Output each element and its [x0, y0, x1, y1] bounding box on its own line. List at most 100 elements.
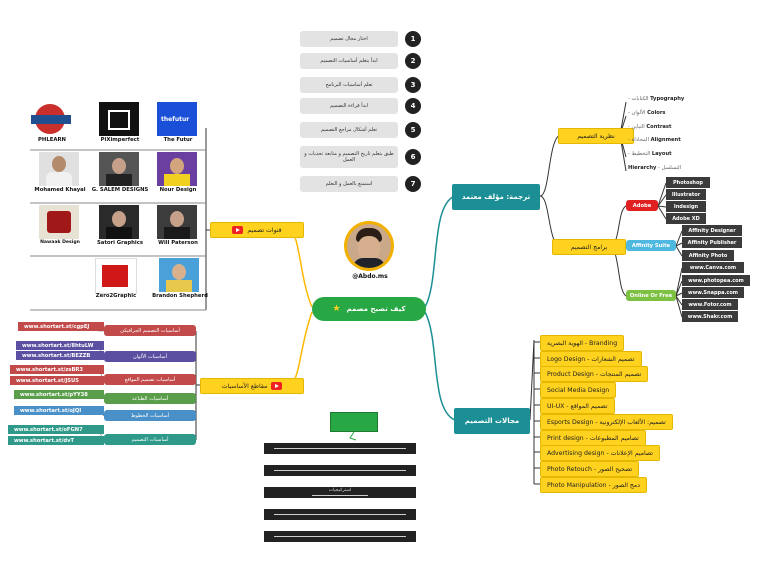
field-item[interactable]: Print design - تصاميم المطبوعات: [540, 430, 646, 446]
channels-node[interactable]: قنوات تصميم: [210, 222, 304, 238]
program-item: Affinity Publisher: [682, 237, 742, 248]
field-item[interactable]: Social Media Design: [540, 382, 617, 398]
video-link[interactable]: www.shortart.st/oFGN7: [8, 425, 104, 434]
step-7-number: 7: [405, 176, 421, 192]
basics-topic[interactable]: أساسيات الخطوط: [104, 410, 196, 421]
video-link[interactable]: www.shortart.st/pYY38: [14, 390, 104, 399]
topic-design-fields-root[interactable]: مجالات التصميم: [454, 408, 530, 434]
avatar: [344, 221, 394, 271]
programs-node[interactable]: برامج التصميم: [552, 239, 626, 255]
theory-item: - التباين Contrast: [628, 124, 672, 130]
theory-item: - الألوان Colors: [628, 110, 666, 116]
field-item[interactable]: Photo Manipulation - دمج الصور: [540, 477, 647, 493]
channel-logo: [95, 258, 137, 294]
online-item[interactable]: www.Snappa.com: [682, 287, 744, 298]
video-link[interactable]: www.shortart.st/8htuLW: [16, 341, 104, 350]
video-link[interactable]: www.shortart.st/cgpEJ: [18, 322, 104, 331]
video-link[interactable]: www.shortart.st/zsBR3: [10, 365, 104, 374]
basics-topic[interactable]: أساسيات الألوان: [104, 351, 196, 362]
channel-card[interactable]: Will Paterson: [146, 203, 210, 255]
step-3-text: تعلم أساسيات البرنامج: [300, 77, 398, 93]
channel-card[interactable]: thefutur The Futur: [146, 100, 210, 152]
step-2-text: ابدأ بتعلم أساسيات التصميم: [300, 53, 398, 69]
channel-photo: [157, 152, 197, 186]
channel-photo: [159, 258, 199, 292]
program-item: Photoshop: [666, 177, 710, 188]
channel-photo: [99, 152, 139, 186]
program-item: Illustrator: [666, 189, 706, 200]
channel-card[interactable]: Nour Design: [146, 150, 210, 202]
program-item: Affinity Photo: [682, 250, 734, 261]
channel-photo: [157, 205, 197, 239]
step-6-text: طبق بتعلم تاريخ التصميم و متابعة تحديات …: [300, 146, 398, 168]
field-item[interactable]: Advertising design - تصاميم الإعلانات: [540, 445, 660, 461]
basics-videos-node[interactable]: مقاطع الأساسيات: [200, 378, 304, 394]
extra-node[interactable]: [330, 412, 378, 432]
channel-logo: [99, 102, 139, 136]
program-item: Adobe XD: [666, 213, 706, 224]
bottom-bar: [264, 531, 416, 542]
step-3-number: 3: [405, 77, 421, 93]
theory-item: - الكتابات Typography: [628, 96, 685, 102]
online-item[interactable]: www.Shakr.com: [682, 311, 738, 322]
theory-node[interactable]: نظرية التصميم: [558, 128, 634, 144]
bottom-bar: استراتيجيات: [264, 487, 416, 498]
channels-label: قنوات تصميم: [247, 226, 282, 234]
central-topic-label: كيف تصبح مصمم: [346, 305, 406, 313]
topic-design-theory-root[interactable]: ترجمة: مؤلف معتمد: [452, 184, 540, 210]
channel-card[interactable]: Brandon Shepherd: [148, 256, 212, 312]
youtube-icon: [271, 382, 283, 390]
bottom-bar: [264, 465, 416, 476]
step-7-text: استمتع بالعمل و التعلم: [300, 176, 398, 192]
step-1-number: 1: [405, 31, 421, 47]
program-item: Affinity Designer: [682, 225, 742, 236]
basics-topic[interactable]: أساسيات التصميم: [104, 434, 196, 445]
star-icon: ★: [332, 304, 341, 314]
youtube-icon: [232, 226, 244, 234]
adobe-node[interactable]: Adobe: [626, 200, 658, 211]
channel-photo: [39, 152, 79, 186]
basics-topic[interactable]: أساسيات الطباعة: [104, 393, 196, 404]
bottom-bar: [264, 509, 416, 520]
channel-card[interactable]: PiXimperfect: [88, 100, 152, 152]
channel-photo: [99, 205, 139, 239]
step-6-number: 6: [405, 149, 421, 165]
field-item[interactable]: Photo Retouch - تصحيح الصور: [540, 461, 640, 477]
channel-logo: thefutur: [157, 102, 197, 136]
field-item[interactable]: Product Design - تصميم المنتجات: [540, 366, 649, 382]
field-item[interactable]: UI-UX - تصميم المواقع: [540, 398, 615, 414]
bottom-bar: [264, 443, 416, 454]
channel-card[interactable]: Satori Graphics: [88, 203, 152, 255]
basics-topic[interactable]: أساسيات التصميم الجرافيكي: [104, 325, 196, 336]
step-4-number: 4: [405, 98, 421, 114]
online-item[interactable]: www.photopea.com: [682, 275, 750, 286]
central-topic[interactable]: ★ كيف تصبح مصمم: [312, 297, 426, 321]
video-link[interactable]: www.shortart.st/JSU5: [10, 376, 104, 385]
step-2-number: 2: [405, 53, 421, 69]
field-item[interactable]: Esports Design - تصميم: الألعاب الإلكترو…: [540, 414, 673, 430]
step-5-text: تعلم أشكال مراجع التصميم: [300, 122, 398, 138]
affinity-node[interactable]: Affinity Suite: [626, 240, 676, 251]
online-item[interactable]: www.Canva.com: [682, 262, 744, 273]
channel-logo: [31, 102, 71, 136]
channel-card[interactable]: Zero2Graphic: [84, 256, 148, 308]
step-5-number: 5: [405, 122, 421, 138]
basics-videos-label: مقاطع الأساسيات: [221, 382, 268, 390]
video-link[interactable]: www.shortart.st/oJQI: [14, 406, 104, 415]
channel-card[interactable]: G. SALEM DESIGNS: [88, 150, 152, 202]
step-4-text: ابدأ قراءة التصميم: [300, 98, 398, 114]
online-item[interactable]: www.Fotor.com: [682, 299, 738, 310]
online-node[interactable]: Online Or Free: [626, 290, 676, 301]
basics-topic[interactable]: أساسيات تصميم المواقع: [104, 374, 196, 385]
channel-card[interactable]: PHLEARN: [20, 100, 84, 152]
video-link[interactable]: www.shortart.st/dvT: [8, 436, 104, 445]
field-item[interactable]: Logo Design - تصميم الشعارات: [540, 351, 642, 367]
video-link[interactable]: www.shortart.st/BEZZB: [16, 351, 104, 360]
field-item[interactable]: الهوية البصرية - Branding: [540, 335, 625, 351]
channel-card[interactable]: Nawaak Design: [28, 203, 92, 255]
program-item: Indesign: [666, 201, 706, 212]
theory-item: Hierarchy - التسلسل: [628, 165, 682, 171]
theory-item: - المحاذاة Alignment: [628, 137, 681, 143]
theory-item: - التخطيط Layout: [628, 151, 672, 157]
channel-card[interactable]: Mohamed Khayal: [28, 150, 92, 204]
